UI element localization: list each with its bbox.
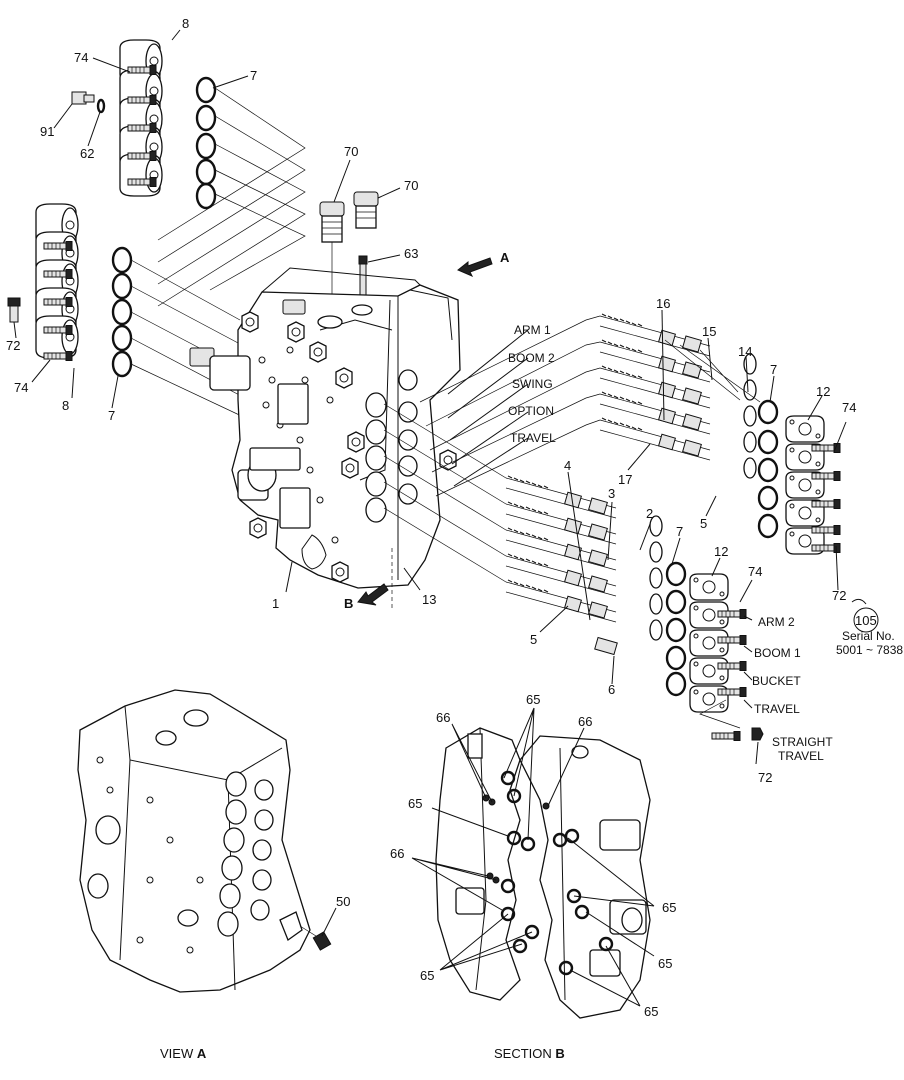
label-bucket: BUCKET (752, 674, 801, 688)
callout-62: 62 (80, 146, 94, 161)
label-travel-lower: TRAVEL (754, 702, 800, 716)
callout-70-a: 70 (344, 144, 358, 159)
view-a-ports (217, 771, 274, 937)
callout-66-a: 66 (436, 710, 450, 725)
view-a-caption-prefix: VIEW (160, 1046, 197, 1061)
section-b-caption-prefix: SECTION (494, 1046, 555, 1061)
body-ports (365, 369, 418, 523)
callout-leaders (13, 29, 867, 1007)
callout-13: 13 (422, 592, 436, 607)
arrow-b (357, 583, 389, 606)
lower-spool-leader-lines (383, 403, 741, 729)
callout-65-d: 65 (658, 956, 672, 971)
callout-72-upper-right: 72 (832, 588, 846, 603)
callout-74-upper: 74 (842, 400, 856, 415)
screw-91 (71, 91, 95, 105)
callout-8-top: 8 (182, 16, 189, 31)
callout-65-e: 65 (420, 968, 434, 983)
serial-number-range: 5001 ~ 7838 (836, 643, 903, 657)
main-valve-body (189, 267, 461, 589)
callout-2: 2 (646, 506, 653, 521)
serial-number-label: Serial No. (842, 629, 895, 643)
callout-74-left: 74 (14, 380, 28, 395)
relief-valve-70b (353, 191, 379, 229)
label-straight: STRAIGHT (772, 735, 833, 749)
orings-lower-right (665, 561, 687, 697)
callout-16: 16 (656, 296, 670, 311)
callout-4: 4 (564, 458, 571, 473)
callout-7-right: 7 (770, 362, 777, 377)
plates-upper-right (785, 415, 841, 555)
cap-stack-top (119, 39, 163, 197)
callout-17: 17 (618, 472, 632, 487)
label-option: OPTION (508, 404, 554, 418)
callout-8-left: 8 (62, 398, 69, 413)
orings-upper-right (757, 399, 779, 539)
section-b-illustration (435, 727, 651, 1019)
callout-91: 91 (40, 124, 54, 139)
callout-63: 63 (404, 246, 418, 261)
callout-5-lower: 5 (530, 632, 537, 647)
label-boom-2: BOOM 2 (508, 351, 555, 365)
leader-lines-left (130, 259, 251, 421)
callout-74-top: 74 (74, 50, 88, 65)
arrow-a (457, 257, 493, 277)
callout-1: 1 (272, 596, 279, 611)
callout-65-f: 65 (644, 1004, 658, 1019)
arrow-a-label: A (500, 250, 510, 265)
leader-lines-top (157, 87, 306, 307)
callout-3: 3 (608, 486, 615, 501)
section-b-caption-letter: B (555, 1046, 564, 1061)
callout-65-b: 65 (408, 796, 422, 811)
bolt-72-left (7, 297, 21, 323)
callout-105: 105 (855, 613, 877, 628)
callout-105-circle (853, 607, 879, 633)
upper-spools (599, 313, 761, 479)
callout-66-c: 66 (390, 846, 404, 861)
orings-left (111, 246, 133, 378)
upper-spool-leader-lines (419, 315, 601, 497)
callout-66-b: 66 (578, 714, 592, 729)
view-a-caption: VIEW A (160, 1046, 207, 1061)
label-arm-1: ARM 1 (514, 323, 551, 337)
callout-72-left: 72 (6, 338, 20, 353)
callout-12-lower: 12 (714, 544, 728, 559)
callout-numbers: 8 74 7 91 62 70 70 63 A 72 74 8 7 16 15 … (6, 16, 879, 1019)
callout-14: 14 (738, 344, 752, 359)
view-a-caption-letter: A (197, 1046, 207, 1061)
label-boom-1: BOOM 1 (754, 646, 801, 660)
callout-7-top: 7 (250, 68, 257, 83)
callout-74-lower: 74 (748, 564, 762, 579)
callout-6: 6 (608, 682, 615, 697)
label-travel-upper: TRAVEL (510, 431, 556, 445)
callout-50: 50 (336, 894, 350, 909)
lower-spools (505, 475, 663, 656)
view-a-illustration (77, 689, 332, 993)
callout-70-b: 70 (404, 178, 418, 193)
section-b-caption: SECTION B (494, 1046, 565, 1061)
arrow-b-label: B (344, 596, 353, 611)
callout-15: 15 (702, 324, 716, 339)
oring-62 (96, 98, 106, 114)
callout-7-lower: 7 (676, 524, 683, 539)
callout-65-c: 65 (662, 900, 676, 915)
orings-top (195, 76, 217, 210)
label-arm-2: ARM 2 (758, 615, 795, 629)
callout-5-upper: 5 (700, 516, 707, 531)
callout-12-upper: 12 (816, 384, 830, 399)
plates-lower-right (689, 573, 764, 741)
label-straight-travel: TRAVEL (778, 749, 824, 763)
callout-7-left: 7 (108, 408, 115, 423)
callout-72-lower: 72 (758, 770, 772, 785)
cap-stack-left (35, 203, 79, 361)
view-a-bolt-holes (96, 756, 204, 954)
spool-labels: ARM 1 BOOM 2 SWING OPTION TRAVEL ARM 2 B… (508, 323, 903, 763)
callout-65-a: 65 (526, 692, 540, 707)
label-swing: SWING (512, 377, 553, 391)
